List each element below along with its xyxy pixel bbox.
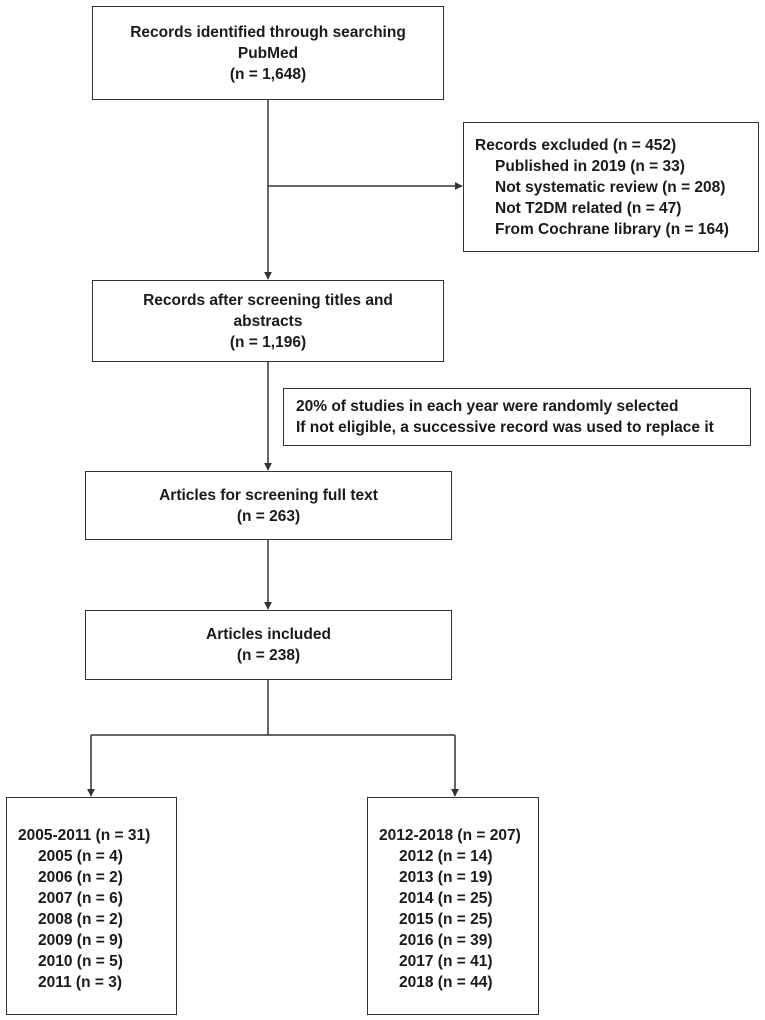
records-excluded-box: Records excluded (n = 452) Published in … bbox=[463, 122, 759, 252]
year-2007: 2007 (n = 6) bbox=[38, 890, 123, 907]
random-selection-note-box: 20% of studies in each year were randoml… bbox=[283, 388, 751, 446]
excluded-item-not-systematic: Not systematic review (n = 208) bbox=[495, 179, 726, 196]
excluded-item-published-2019: Published in 2019 (n = 33) bbox=[495, 158, 685, 175]
records-identified-box: Records identified through searching Pub… bbox=[92, 6, 444, 100]
year-2017: 2017 (n = 41) bbox=[399, 953, 493, 970]
records-screened-count: (n = 1,196) bbox=[229, 333, 307, 351]
period-2012-2018-heading: 2012-2018 (n = 207) bbox=[379, 827, 521, 844]
articles-included-count: (n = 238) bbox=[236, 647, 301, 664]
note-line-2: If not eligible, a successive record was… bbox=[296, 419, 714, 436]
records-identified-line-2: PubMed bbox=[237, 44, 299, 62]
articles-included-box: Articles included (n = 238) bbox=[85, 610, 452, 680]
year-2016: 2016 (n = 39) bbox=[399, 932, 493, 949]
year-2015: 2015 (n = 25) bbox=[399, 911, 493, 928]
records-excluded-heading: Records excluded (n = 452) bbox=[475, 137, 677, 154]
year-2011: 2011 (n = 3) bbox=[38, 974, 123, 991]
year-2008: 2008 (n = 2) bbox=[38, 911, 123, 928]
note-line-1: 20% of studies in each year were randoml… bbox=[296, 398, 679, 415]
period-2005-2011-box: 2005-2011 (n = 31) 2005 (n = 4) 2006 (n … bbox=[6, 797, 177, 1015]
period-2012-2018-box: 2012-2018 (n = 207) 2012 (n = 14) 2013 (… bbox=[367, 797, 539, 1015]
fulltext-screening-label: Articles for screening full text bbox=[159, 486, 378, 504]
year-2005: 2005 (n = 4) bbox=[38, 848, 123, 865]
fulltext-screening-count: (n = 263) bbox=[236, 507, 301, 525]
records-screened-box: Records after screening titles and abstr… bbox=[92, 280, 444, 362]
year-2009: 2009 (n = 9) bbox=[38, 932, 123, 949]
year-2014: 2014 (n = 25) bbox=[399, 890, 493, 907]
fulltext-screening-box: Articles for screening full text (n = 26… bbox=[85, 471, 452, 540]
articles-included-label: Articles included bbox=[206, 626, 331, 643]
records-screened-line-2: abstracts bbox=[233, 312, 303, 330]
year-2018: 2018 (n = 44) bbox=[399, 974, 493, 991]
excluded-item-cochrane: From Cochrane library (n = 164) bbox=[495, 221, 729, 238]
excluded-item-not-t2dm: Not T2DM related (n = 47) bbox=[495, 200, 682, 217]
records-screened-line-1: Records after screening titles and bbox=[143, 291, 393, 309]
period-2005-2011-heading: 2005-2011 (n = 31) bbox=[18, 827, 151, 844]
records-identified-count: (n = 1,648) bbox=[229, 65, 307, 83]
year-2010: 2010 (n = 5) bbox=[38, 953, 123, 970]
year-2013: 2013 (n = 19) bbox=[399, 869, 493, 886]
records-identified-line-1: Records identified through searching bbox=[130, 23, 406, 41]
year-2006: 2006 (n = 2) bbox=[38, 869, 123, 886]
year-2012: 2012 (n = 14) bbox=[399, 848, 493, 865]
